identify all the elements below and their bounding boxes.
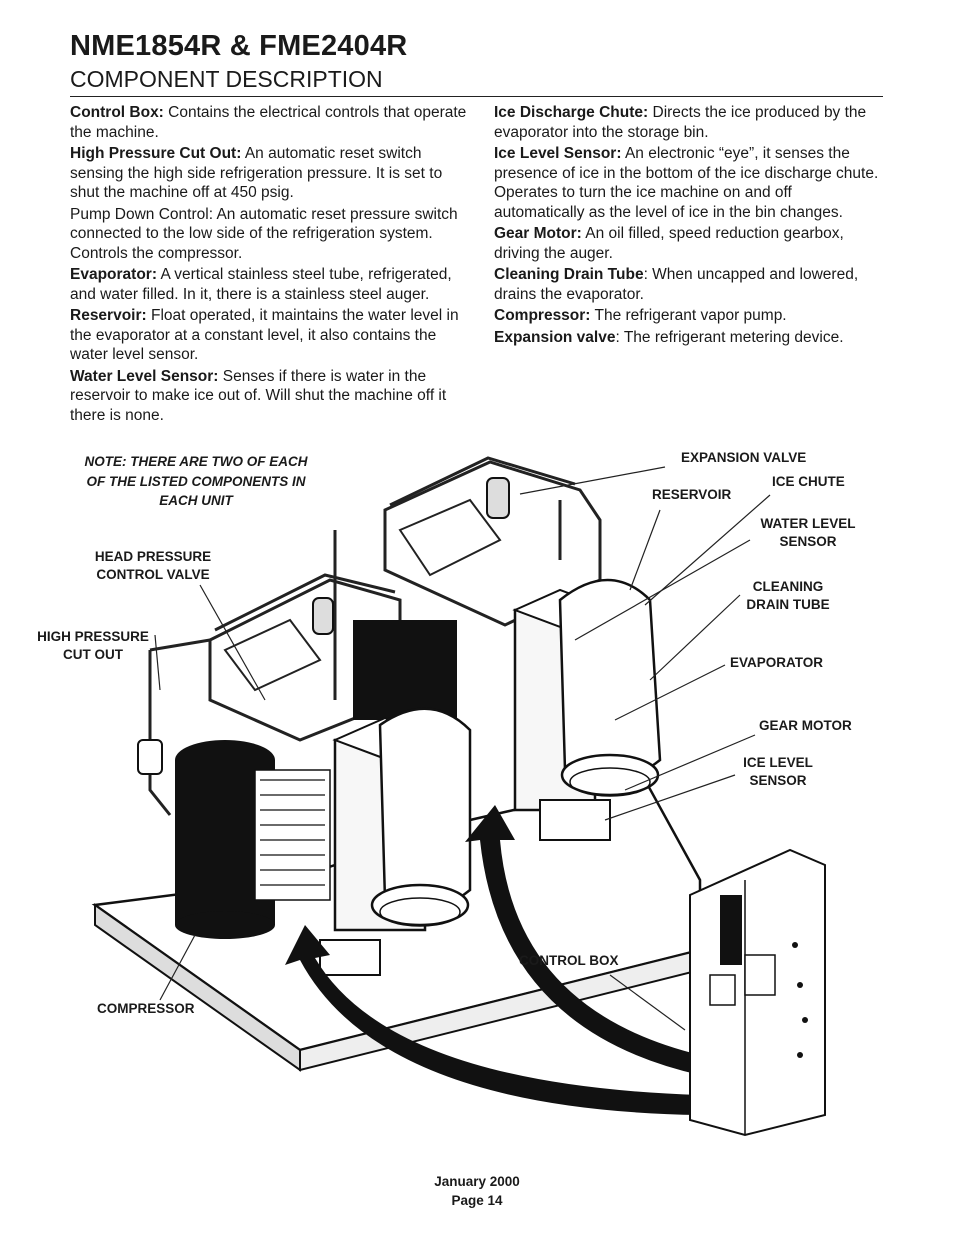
description-ice-discharge-chute: Ice Discharge Chute: Directs the ice pro… [494,104,867,141]
front-evaporator-body [378,707,472,915]
footer-date: January 2000 [434,1174,520,1189]
control-box-arrow-right [465,805,700,1075]
label-expansion-valve: EXPANSION VALVE [681,450,807,465]
expansion-valve-right [486,477,510,519]
right-description-column: Ice Discharge Chute: Directs the ice pro… [494,103,886,349]
expansion-valve-left [312,597,334,635]
label-reservoir: RESERVOIR [652,487,732,502]
label-gear-motor: GEAR MOTOR [759,718,852,733]
heading-rule [70,96,883,97]
description-compressor: Compressor: The refrigerant vapor pump. [494,307,787,324]
rear-compressor [353,620,457,720]
description-evaporator: Evaporator: A vertical stainless steel t… [70,266,452,303]
label-evaporator: EVAPORATOR [730,655,824,670]
front-gear-motor [370,883,470,927]
left-reservoir-lid [223,618,322,692]
description-gear-motor: Gear Motor: An oil filled, speed reducti… [494,225,844,262]
control-box-arrow-left [285,925,700,1115]
footer-page-number: Page 14 [451,1193,503,1208]
description-high-pressure-cut-out: High Pressure Cut Out: An automatic rese… [70,145,443,201]
label-control-box: CONTROL BOX [519,953,619,968]
description-cleaning-drain-tube: Cleaning Drain Tube: When uncapped and l… [494,266,859,303]
left-description-column: Control Box: Contains the electrical con… [70,103,470,427]
description-water-level-sensor: Water Level Sensor: Senses if there is w… [70,367,447,424]
high-pressure-cut-out-device [137,739,163,775]
units-note: NOTE: THERE ARE TWO OF EACH OF THE LISTE… [84,454,308,508]
right-evaporator-body [558,578,662,785]
upper-frame-right [383,460,602,627]
description-ice-level-sensor: Ice Level Sensor: An electronic “eye”, i… [494,145,879,221]
description-reservoir: Reservoir: Float operated, it maintains … [70,307,459,363]
label-ice-chute: ICE CHUTE [772,474,845,489]
right-reservoir-lid [398,498,502,577]
description-pump-down-control: Pump Down Control: An automatic reset pr… [70,205,458,262]
document-title: NME1854R & FME2404R [70,30,408,62]
control-box-contactor [720,895,742,965]
section-heading: COMPONENT DESCRIPTION [70,66,383,92]
label-compressor: COMPRESSOR [97,1001,195,1016]
right-gear-motor [560,753,660,797]
description-expansion-valve: Expansion valve: The refrigerant meterin… [494,328,844,346]
description-control-box: Control Box: Contains the electrical con… [70,104,467,141]
